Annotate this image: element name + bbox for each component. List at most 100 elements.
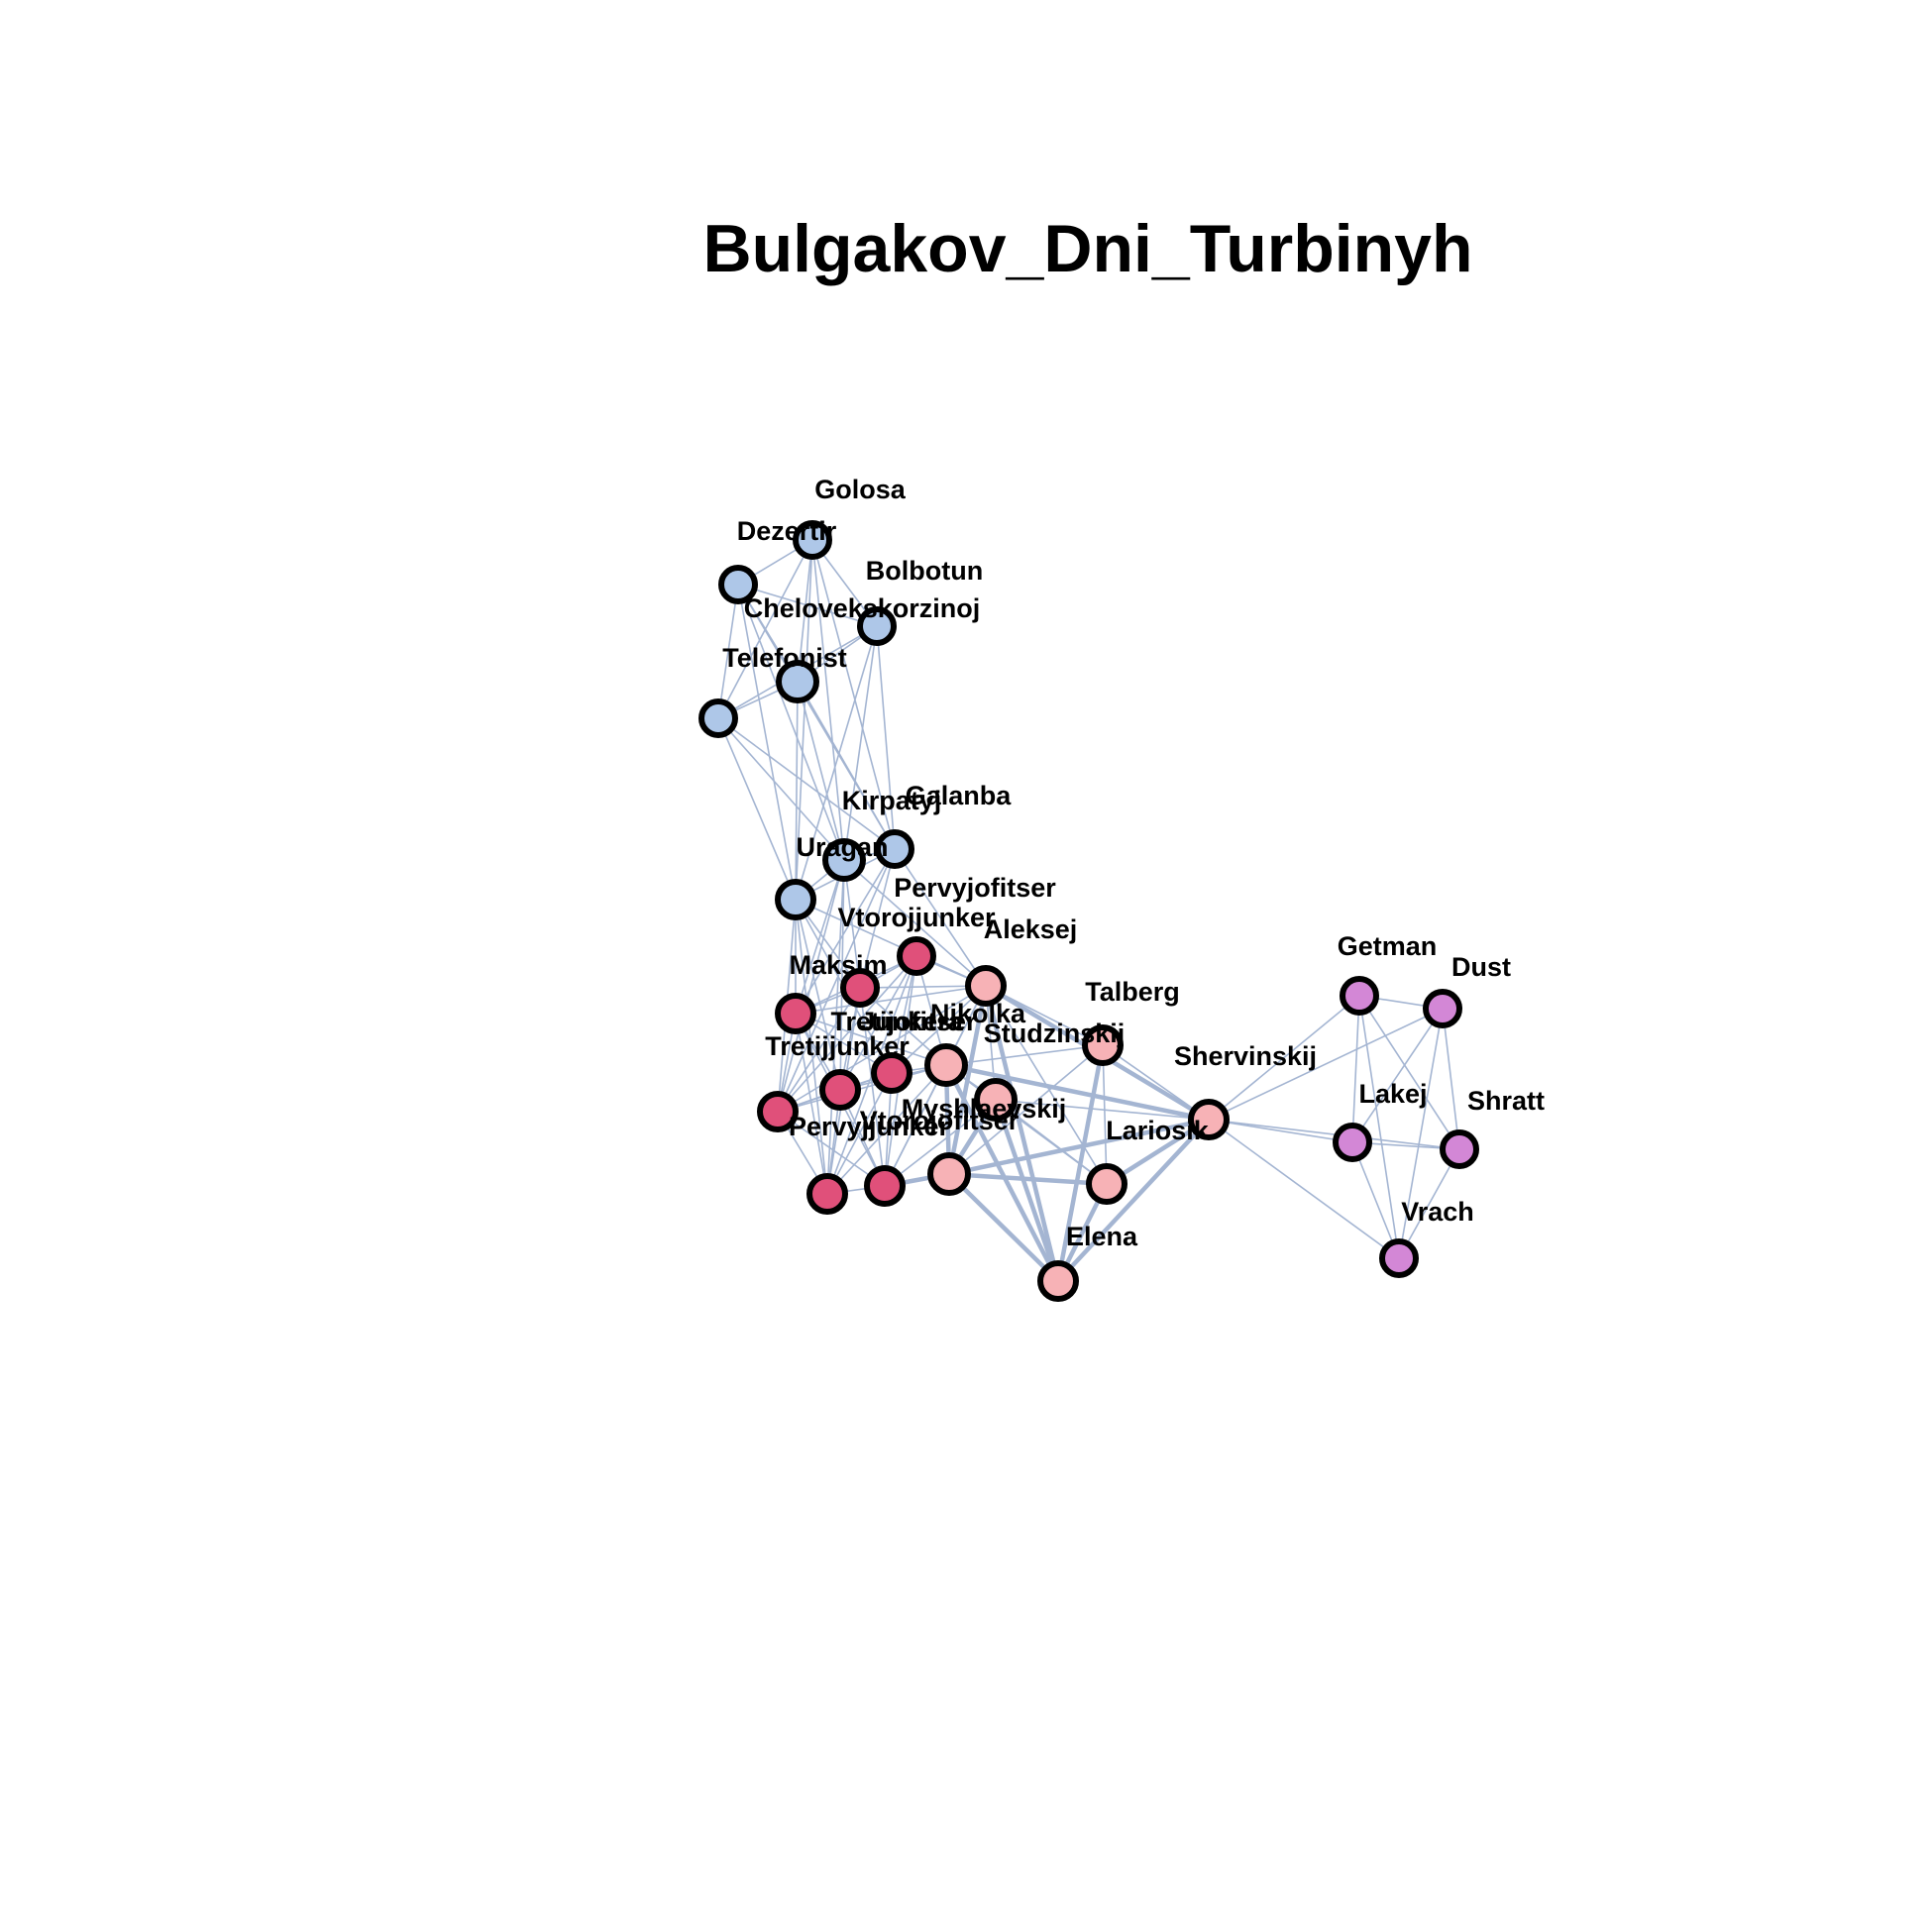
node-label-shervinskij: Shervinskij [1174,1041,1317,1071]
edge-galanba-maksim [795,848,896,1015]
node-label-chelovekskorzinoj: Chelovekskorzinoj [744,593,981,623]
edge-shervinskij-shratt [1208,1119,1460,1150]
node-shervinskij [1188,1099,1230,1140]
edge-galanba-junkera [777,848,896,1113]
edge-galanba-aleksej [894,848,987,987]
edge-getman-shratt [1358,995,1460,1150]
node-pervyjofitser [897,936,936,976]
node-label-studzinskij: Studzinskij [984,1019,1126,1048]
node-label-getman: Getman [1338,931,1438,961]
node-label-elena: Elena [1066,1222,1138,1251]
edge-shervinskij-vrach [1208,1119,1400,1259]
node-label-kirpatyj: Kirpatyj [842,786,942,815]
node-vtorojofitser [864,1165,906,1207]
edge-golosa-chelovekskorzinoj [797,539,813,683]
edge-bolbotun-uragan [795,625,878,901]
edge-maksim-aleksej [795,985,987,1015]
node-label-lakej: Lakej [1358,1079,1427,1109]
node-label-dust: Dust [1451,952,1511,982]
edge-junkera-nikolka [777,1064,947,1113]
edge-dust-lakej [1351,1008,1444,1143]
edge-bolbotun-kirpatyj [843,625,878,861]
edge-dezertir-telefonist [717,584,739,719]
edge-uragan-pervyjjunker [795,899,828,1195]
edge-kirpatyj-aleksej [843,859,987,987]
node-label-tretijofitser: Tretijofitser [830,1007,977,1036]
node-label-dezertir: Dezertir [737,516,837,546]
edge-talberg-lariosik [1102,1044,1108,1185]
edge-studzinskij-shervinskij [995,1099,1210,1121]
edge-tretijofitser-pervyjjunker [826,1072,893,1195]
edge-pervyjofitser-junkera [777,955,917,1113]
node-label-bolbotun: Bolbotun [866,556,983,586]
edge-tretijofitser-aleksej [891,985,987,1074]
node-label-myshlaevskij: Myshlaevskij [902,1094,1067,1124]
edge-telefonist-galanba [717,717,896,850]
node-label-lariosik: Lariosik [1106,1116,1210,1145]
edge-nikolka-shervinskij [943,1062,1212,1123]
edge-kirpatyj-tretijjunker [839,859,845,1091]
edge-myshlaevskij-elena [946,1171,1061,1284]
edge-shratt-vrach [1398,1148,1460,1259]
node-getman [1340,976,1379,1016]
node-nikolka [924,1043,968,1087]
node-studzinskij [974,1078,1018,1122]
node-lariosik [1086,1163,1127,1205]
node-label-pervyjjunker: Pervyjjunker [789,1112,950,1141]
node-label-maksim: Maksim [789,950,887,980]
node-label-talberg: Talberg [1085,977,1180,1007]
node-dust [1423,989,1462,1028]
edge-dezertir-uragan [737,584,797,901]
node-vrach [1379,1238,1419,1278]
edge-getman-vrach [1358,995,1400,1259]
edge-elena-shervinskij [1055,1117,1212,1284]
edge-bolbotun-galanba [876,625,896,850]
edge-vtorojofitser-studzinskij [884,1099,997,1187]
edge-vtorojofitser-nikolka [884,1064,947,1187]
node-lakej [1333,1123,1372,1162]
edge-vtorojjunker-vtorojofitser [859,987,886,1187]
edge-nikolka-elena [943,1062,1061,1284]
node-label-tretijjunker: Tretijjunker [765,1031,910,1061]
node-kirpatyj [822,838,866,882]
edge-lakej-vrach [1351,1141,1400,1259]
edge-junkera-vtorojofitser [777,1111,886,1187]
edge-kirpatyj-junkera [777,859,845,1113]
node-label-junkera: Junkera [860,1007,964,1036]
node-vtorojjunker [840,968,880,1008]
edge-vtorojjunker-aleksej [859,985,987,989]
edge-myshlaevskij-shervinskij [946,1117,1212,1177]
edge-chelovekskorzinoj-kirpatyj [797,681,845,861]
edge-maksim-nikolka [795,1013,947,1066]
edge-talberg-elena [1055,1042,1106,1284]
edge-talberg-shervinskij [1102,1044,1210,1121]
node-tretijjunker [819,1069,861,1111]
node-label-vtorojjunker: Vtorojjunker [837,903,996,932]
edge-galanba-vtorojjunker [859,848,896,989]
node-golosa [793,520,832,560]
node-label-vtorojofitser: Vtorojofitser [860,1106,1020,1135]
node-chelovekskorzinoj [776,660,819,703]
node-tretijofitser [871,1052,912,1094]
edge-dezertir-kirpatyj [737,584,845,861]
edge-uragan-tretijjunker [795,899,841,1091]
labels-layer: GolosaDezertirBolbotunChelovekskorzinojT… [722,475,1545,1251]
node-aleksej [965,965,1007,1007]
node-uragan [775,879,816,920]
node-bolbotun [857,606,897,646]
edge-chelovekskorzinoj-uragan [795,681,799,901]
edge-vtorojjunker-junkera [777,987,861,1113]
edges-layer [717,539,1460,1284]
node-label-golosa: Golosa [814,475,907,504]
node-elena [1037,1260,1079,1302]
edge-shervinskij-getman [1208,995,1360,1121]
node-label-galanba: Galanba [906,781,1013,810]
edge-telefonist-uragan [717,717,797,901]
node-maksim [775,993,816,1034]
nodes-layer [698,520,1479,1302]
edge-junkera-aleksej [777,985,987,1113]
node-label-pervyjofitser: Pervyjofitser [894,873,1056,903]
node-myshlaevskij [927,1152,971,1196]
edge-maksim-pervyjjunker [795,1013,828,1195]
edge-golosa-kirpatyj [811,539,845,861]
